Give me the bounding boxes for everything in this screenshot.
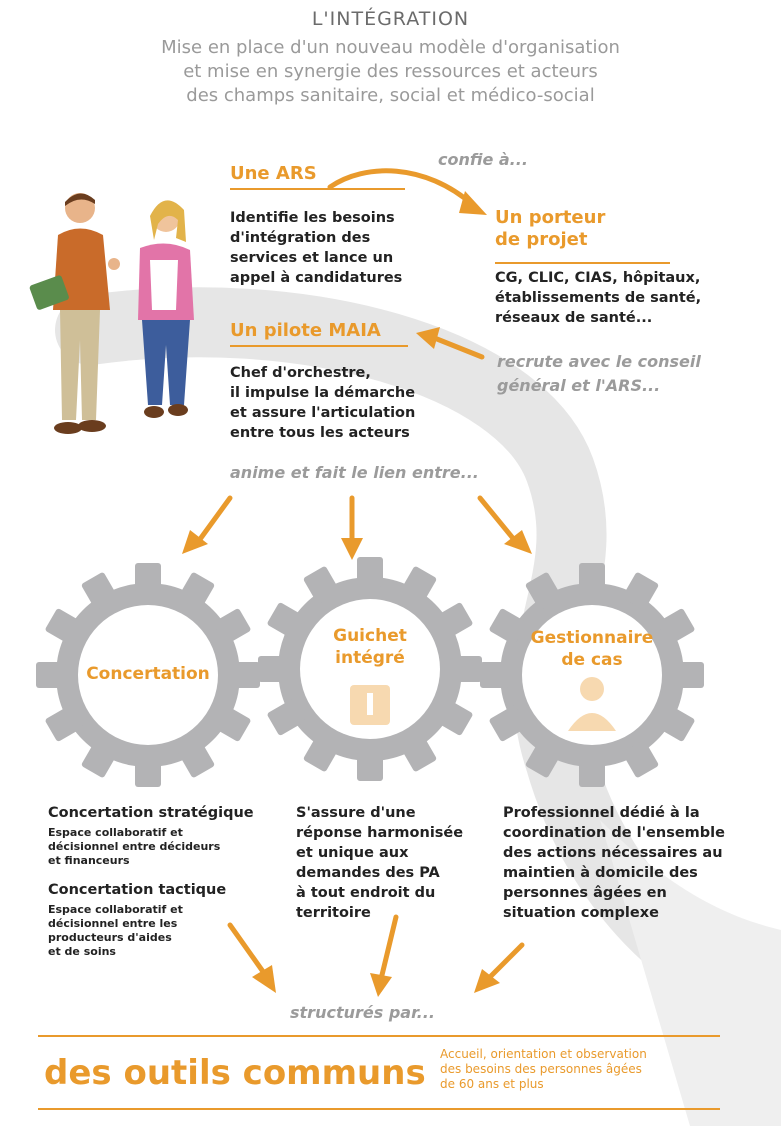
recrute-label: recrute avec le conseil général et l'ARS… xyxy=(497,350,701,398)
col3-line: Professionnel dédié à la xyxy=(503,805,700,821)
people-illustration xyxy=(29,193,194,434)
porteur-text-line: établissements de santé, xyxy=(495,290,702,306)
gear-gestionnaire-line: Gestionnaire xyxy=(530,628,654,648)
tools-note: Accueil, orientation et observation des … xyxy=(440,1047,730,1092)
pilote-text-line: entre tous les acteurs xyxy=(230,425,410,441)
porteur-heading-line: Un porteur xyxy=(495,207,606,228)
pilote-text-line: il impulse la démarche xyxy=(230,385,416,401)
page-subtitle: Mise en place d'un nouveau modèle d'orga… xyxy=(0,36,781,108)
tools-heading: des outils communs xyxy=(44,1053,426,1093)
curved-arrow-icon xyxy=(327,168,487,215)
tact-line: décisionnel entre les xyxy=(48,917,178,930)
ars-text: Identifie les besoins d'intégration des … xyxy=(230,208,440,288)
porteur-heading-line: de projet xyxy=(495,229,588,250)
porteur-heading: Un porteur de projet xyxy=(495,207,665,251)
page-title: L'INTÉGRATION xyxy=(311,8,470,30)
recrute-line: recrute avec le conseil xyxy=(497,352,701,371)
gear-gestionnaire-label: Gestionnaire de cas xyxy=(522,627,662,671)
ars-text-line: Identifie les besoins xyxy=(230,210,395,226)
subtitle-line: des champs sanitaire, social et médico-s… xyxy=(186,85,595,106)
gestionnaire-column: Professionnel dédié à la coordination de… xyxy=(503,803,773,923)
pilote-heading: Un pilote MAIA xyxy=(230,320,408,347)
subtitle-line: et mise en synergie des ressources et ac… xyxy=(183,61,598,82)
porteur-text-line: réseaux de santé... xyxy=(495,310,653,326)
strat-line: décisionnel entre décideurs xyxy=(48,840,221,853)
gear-concertation-label: Concertation xyxy=(86,664,210,684)
concertation-strategique-text: Espace collaboratif et décisionnel entre… xyxy=(48,826,268,868)
col3-line: des actions nécessaires au xyxy=(503,845,723,861)
gear-guichet-label: Guichet intégré xyxy=(310,625,430,669)
concertation-strategique-title: Concertation stratégique xyxy=(48,805,254,821)
col3-line: coordination de l'ensemble xyxy=(503,825,725,841)
porteur-text-line: CG, CLIC, CIAS, hôpitaux, xyxy=(495,270,701,286)
col2-line: territoire xyxy=(296,905,371,921)
col2-line: demandes des PA xyxy=(296,865,440,881)
concertation-tactique-title: Concertation tactique xyxy=(48,882,227,898)
strat-line: Espace collaboratif et xyxy=(48,826,183,839)
col2-line: S'assure d'une xyxy=(296,805,416,821)
arrows-to-tools-icon xyxy=(227,914,525,997)
pilote-text-line: Chef d'orchestre, xyxy=(230,365,371,381)
porteur-underline xyxy=(495,262,670,264)
gear-guichet-line: intégré xyxy=(335,648,405,668)
guichet-column: S'assure d'une réponse harmonisée et uni… xyxy=(296,803,486,923)
col3-line: personnes âgées en xyxy=(503,885,667,901)
ars-heading: Une ARS xyxy=(230,163,405,190)
col3-line: situation complexe xyxy=(503,905,659,921)
tact-line: et de soins xyxy=(48,945,116,958)
arrow-left-icon xyxy=(416,327,485,360)
tools-note-line: Accueil, orientation et observation xyxy=(440,1047,647,1061)
concertation-column: Concertation stratégique Espace collabor… xyxy=(48,803,268,959)
strat-line: et financeurs xyxy=(48,854,130,867)
gear-gestionnaire-line: de cas xyxy=(561,650,623,670)
ars-text-line: d'intégration des xyxy=(230,230,371,246)
col2-line: et unique aux xyxy=(296,845,409,861)
anime-label: anime et fait le lien entre... xyxy=(230,463,479,482)
structures-label: structurés par... xyxy=(290,1003,435,1022)
tact-line: producteurs d'aides xyxy=(48,931,172,944)
confie-label: confie à... xyxy=(438,150,528,169)
ars-text-line: services et lance un xyxy=(230,250,394,266)
footer-top-rule xyxy=(38,1035,720,1037)
pilote-text-line: et assure l'articulation xyxy=(230,405,416,421)
tools-note-line: de 60 ans et plus xyxy=(440,1077,544,1091)
subtitle-line: Mise en place d'un nouveau modèle d'orga… xyxy=(161,37,620,58)
col2-line: à tout endroit du xyxy=(296,885,436,901)
concertation-tactique-text: Espace collaboratif et décisionnel entre… xyxy=(48,903,268,959)
gears-diagram xyxy=(36,557,704,787)
arrows-to-gears-icon xyxy=(182,495,532,560)
col2-line: réponse harmonisée xyxy=(296,825,464,841)
col3-line: maintien à domicile des xyxy=(503,865,698,881)
tact-line: Espace collaboratif et xyxy=(48,903,183,916)
ars-text-line: appel à candidatures xyxy=(230,270,403,286)
pilote-text: Chef d'orchestre, il impulse la démarche… xyxy=(230,363,470,443)
gear-guichet-line: Guichet xyxy=(333,626,407,646)
tools-note-line: des besoins des personnes âgées xyxy=(440,1062,642,1076)
recrute-line: général et l'ARS... xyxy=(497,376,661,395)
footer-bottom-rule xyxy=(38,1108,720,1110)
porteur-text: CG, CLIC, CIAS, hôpitaux, établissements… xyxy=(495,268,765,328)
